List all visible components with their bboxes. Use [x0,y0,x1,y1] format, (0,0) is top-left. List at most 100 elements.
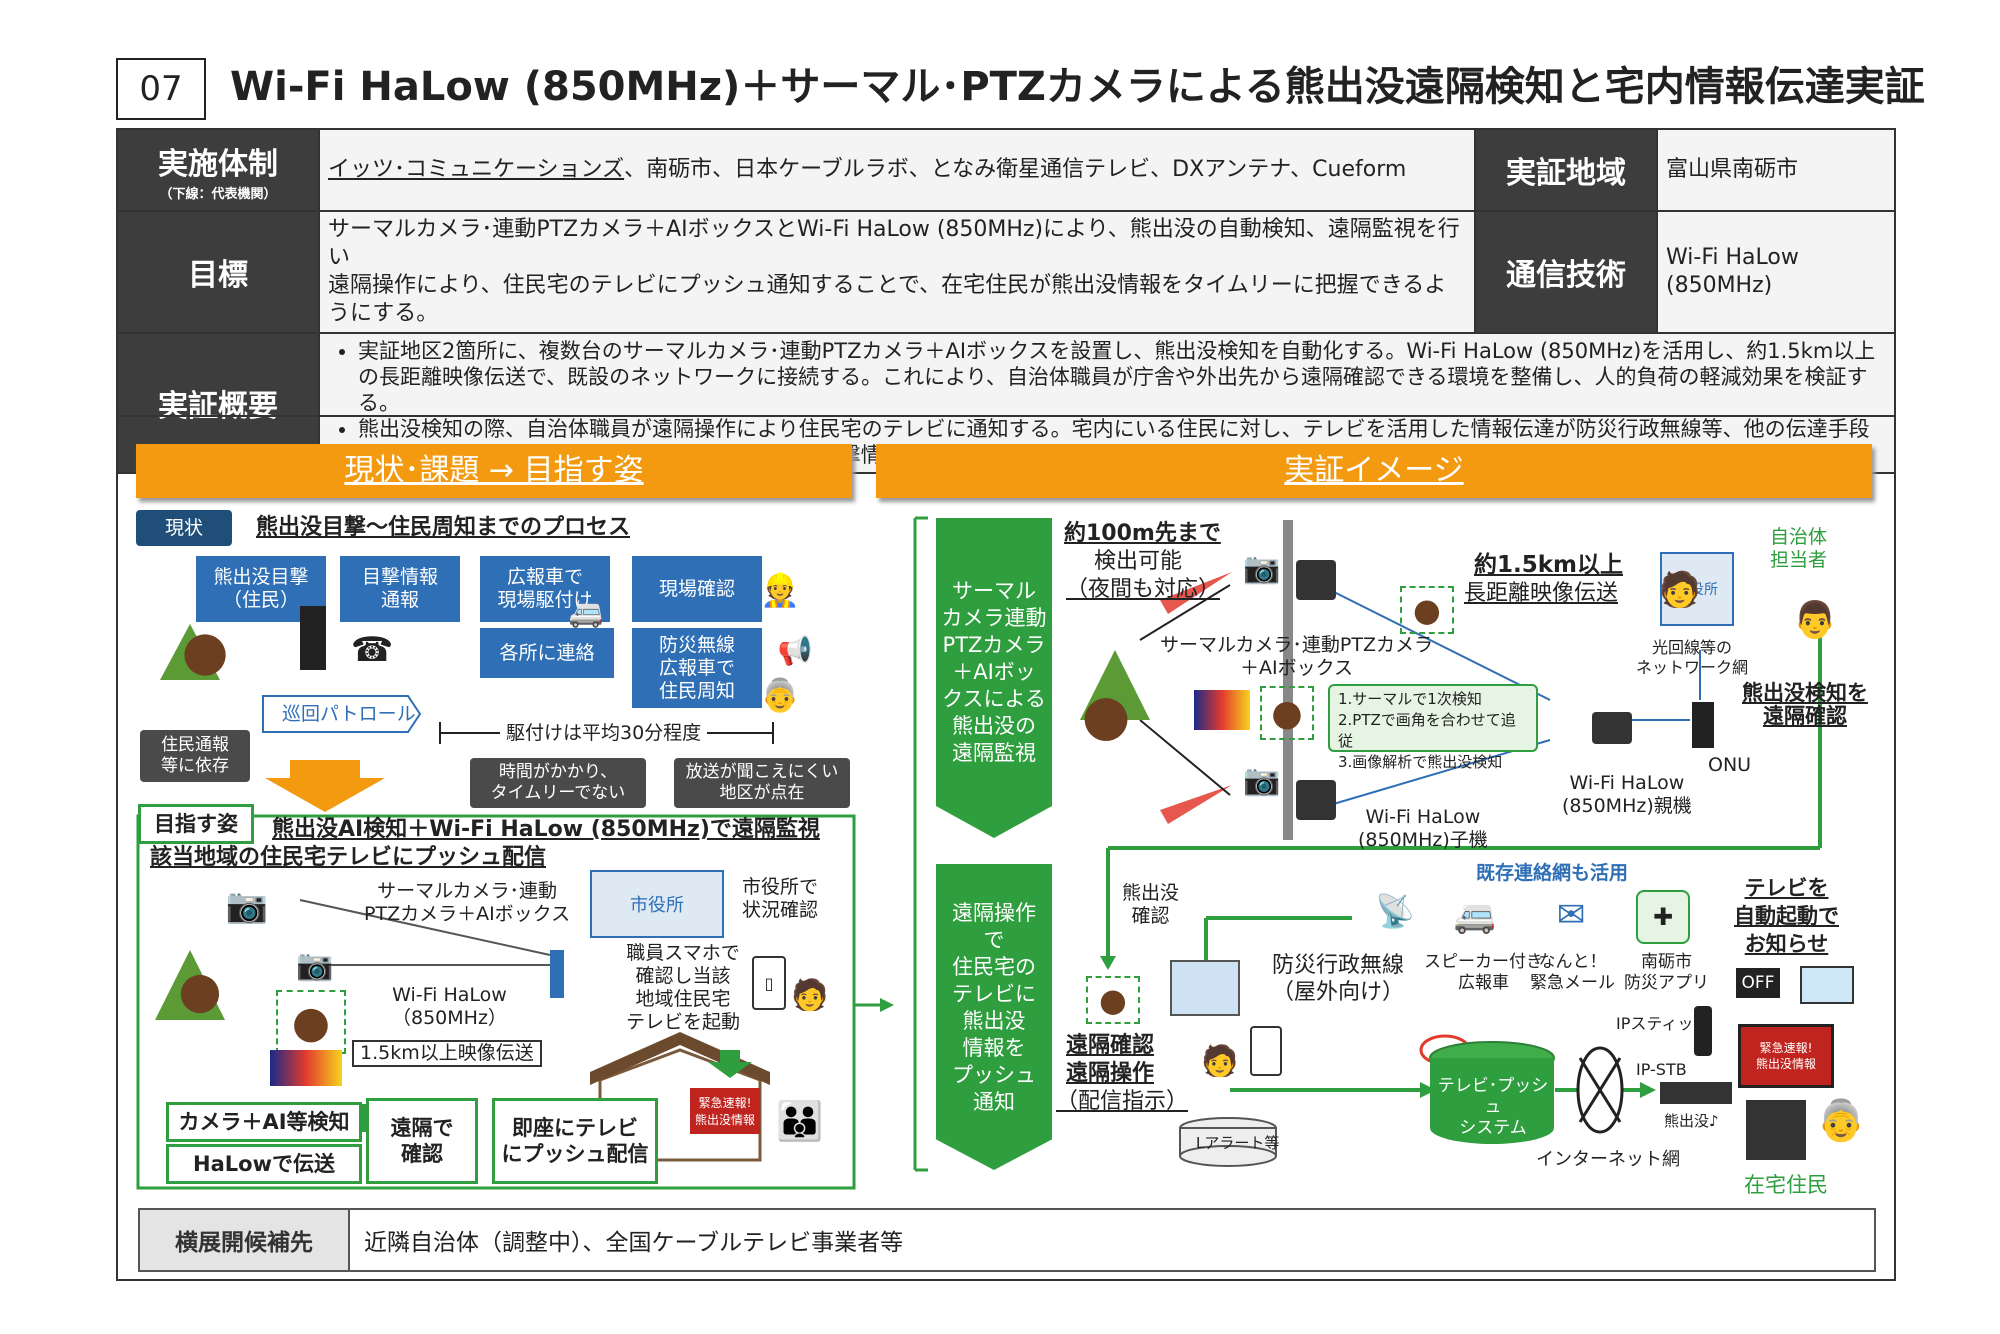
left-band-title: 現状･課題 → 目指す姿 [136,444,852,498]
door-icon [300,606,326,670]
halow-parent-label: Wi-Fi HaLow (850MHz)親機 [1562,772,1692,817]
person-icon: 🧑 [1658,570,1702,610]
detect-step-3: 3.画像解析で熊出没検知 [1338,753,1503,771]
operator-monitor-icon [1170,960,1240,1016]
halow-ap-icon [550,950,564,998]
issue-inaudible: 放送が聞こえにくい 地区が点在 [674,758,850,808]
city-hall-icon: 市役所 [590,870,724,938]
btn-camera-ai-detect: カメラ＋AI等検知 [166,1102,362,1142]
status-tag-current: 現状 [136,510,232,546]
org-value: イッツ･コミュニケーションズ、南砺市、日本ケーブルラボ、となみ衛星通信テレビ、D… [318,128,1476,212]
region-value: 富山県南砺市 [1656,128,1896,212]
step-contact: 各所に連絡 [480,628,614,678]
step-rush-to-site: 広報車で 現場駆付け [480,556,610,622]
btn-remote-check: 遠隔で 確認 [366,1098,478,1184]
goal-subtitle: 該当地域の住民宅テレビにプッシュ配信 [150,845,547,870]
footer-value: 近隣自治体（調整中）、全国ケーブルテレビ事業者等 [364,1230,904,1256]
existing-network-label: 既存連絡網も活用 [1476,862,1629,884]
halow-child-device-icon-2 [1296,780,1336,820]
halow-parent-device-icon [1592,712,1632,744]
main-diagram-frame [116,415,1896,1281]
smartphone-icon: ▯ [752,956,786,1010]
halow-child-device-icon [1296,560,1336,600]
bear-icon-2: ● [178,961,222,1019]
bear-confirm-label: 熊出没 確認 [1122,882,1180,927]
emergency-mail-label: なんと！ 緊急メール [1530,952,1615,993]
footer-row: 横展開候補先 近隣自治体（調整中）、全国ケーブルテレビ事業者等 [138,1208,1876,1272]
long-range-label-1: 約1.5km以上 [1474,552,1624,578]
bousai-app-label: 南砺市 防災アプリ [1624,952,1709,993]
detect-label: 検出可能 [1094,549,1183,574]
camera-icon-2: 📷 [296,947,334,983]
elderly-icon: 👵 [760,676,800,714]
process-title: 熊出没目撃～住民周知までのプロセス [256,515,631,540]
phone-person-icon: ☎ [350,630,394,670]
bear-icon-3: ● [1081,682,1131,748]
lalert-label: Lアラート等 [1196,1134,1280,1152]
camera-ai-box-label: サーマルカメラ･連動PTZカメラ ＋AIボックス [1160,634,1434,679]
camera-icon: 📷 [225,886,269,926]
radio-tower-icon: 📡 [1375,892,1415,930]
btn-push-tv: 即座にテレビ にプッシュ配信 [492,1098,658,1184]
phase-remote-monitoring: サーマル カメラ連動 PTZカメラ ＋AIボッ クスによる 熊出没の 遠隔監視 [936,518,1052,838]
step-report: 目撃情報 通報 [340,556,460,622]
goal-title: 熊出没AI検知＋Wi-Fi HaLow (850MHz)で遠隔監視 [272,817,820,842]
resident-icon: 👵 [1816,1097,1866,1144]
tv-alert-icon: 緊急速報! 熊出没情報 [690,1088,760,1134]
pr-car-icon-2: 🚐 [1453,896,1497,936]
city-check-label: 市役所で 状況確認 [742,876,819,921]
page-title: Wi-Fi HaLow (850MHz)＋サーマル･PTZカメラによる熊出没遠隔… [230,64,1925,110]
rely-box: 住民通報 等に依存 [140,730,250,782]
tech-header: 通信技術 [1474,210,1658,334]
step-site-check: 現場確認 [632,556,762,622]
onu-label: ONU [1708,754,1752,776]
muni-staff-label: 自治体 担当者 [1770,526,1828,571]
region-header: 実証地域 [1474,128,1658,212]
thermal-image-icon [270,1050,342,1086]
email-icon: ✉ [1556,895,1586,935]
arrival-time: 駆付けは平均30分程度 [500,722,708,745]
ip-stick-icon [1694,1006,1712,1056]
patrol-label: 巡回パトロール [282,703,416,725]
tv-alert-screen-icon: 緊急速報! 熊出没情報 [1738,1024,1834,1088]
bear-confirm-icon: ● [1086,976,1140,1024]
right-band-title: 実証イメージ [876,444,1872,498]
bear-note-label: 熊出没♪ [1664,1112,1719,1130]
operator-person-icon: 🧑 [1201,1043,1239,1079]
operator-phone-icon [1250,1026,1282,1076]
bear-detected-icon-2: ● [1260,686,1314,740]
summary-item-1: 実証地区2箇所に、複数台のサーマルカメラ･連動PTZカメラ＋AIボックスを設置し… [358,338,1886,416]
goal-value: サーマルカメラ･連動PTZカメラ＋AIボックスとWi-Fi HaLow (850… [318,210,1476,334]
section-number: 07 [116,58,206,120]
detect-step-1: 1.サーマルで1次検知 [1338,690,1482,708]
family-icon: 👪 [776,1098,824,1143]
night-label: （夜間も対応） [1066,577,1221,602]
ptz-camera-icon-2: 📷 [1243,762,1281,798]
bear-icon: ● [181,618,229,682]
op-distribution: （配信指示） [1056,1089,1189,1114]
remote-check-label: 熊出没検知を 遠隔確認 [1742,681,1868,728]
range-label: 約100m先まで [1064,521,1221,546]
goal-header: 目標 [116,210,320,334]
disaster-radio-label: 防災行政無線 （屋外向け） [1272,953,1405,1005]
phase-push-notify: 遠隔操作 で 住民宅の テレビに 熊出没 情報を プッシュ 通知 [936,864,1052,1170]
step-broadcast: 防災無線 広報車で 住民周知 [632,628,762,708]
detect-steps-box: 1.サーマルで1次検知 2.PTZで画角を合わせて追従 3.画像解析で熊出没検知 [1328,684,1538,771]
resident-label: 在宅住民 [1744,1173,1828,1197]
org-header: 実施体制 （下線：代表機関） [116,128,320,212]
distance-label: 1.5km以上映像伝送 [352,1040,542,1067]
lead-organization: イッツ･コミュニケーションズ [328,157,625,182]
tv-set-icon [1746,1100,1806,1160]
footer-label: 横展開候補先 [140,1210,350,1270]
org-sub-label: （下線：代表機関） [159,186,277,202]
fiber-network-label: 光回線等の ネットワーク網 [1636,638,1749,677]
btn-halow-transmit: HaLowで伝送 [166,1144,362,1184]
worker-icon: 👷 [760,571,800,609]
onu-device-icon [1692,702,1714,748]
bear-detected-icon: ● [276,990,346,1054]
op-remote-operate: 遠隔操作 [1066,1061,1155,1086]
tech-value: Wi-Fi HaLow (850MHz) [1656,210,1896,334]
staff-phone-label: 職員スマホで 確認し当該 地域住民宅 テレビを起動 [626,942,741,1033]
ip-stb-label: IP-STB [1636,1060,1687,1079]
issue-slow: 時間がかかり、 タイムリーでない [470,758,646,808]
